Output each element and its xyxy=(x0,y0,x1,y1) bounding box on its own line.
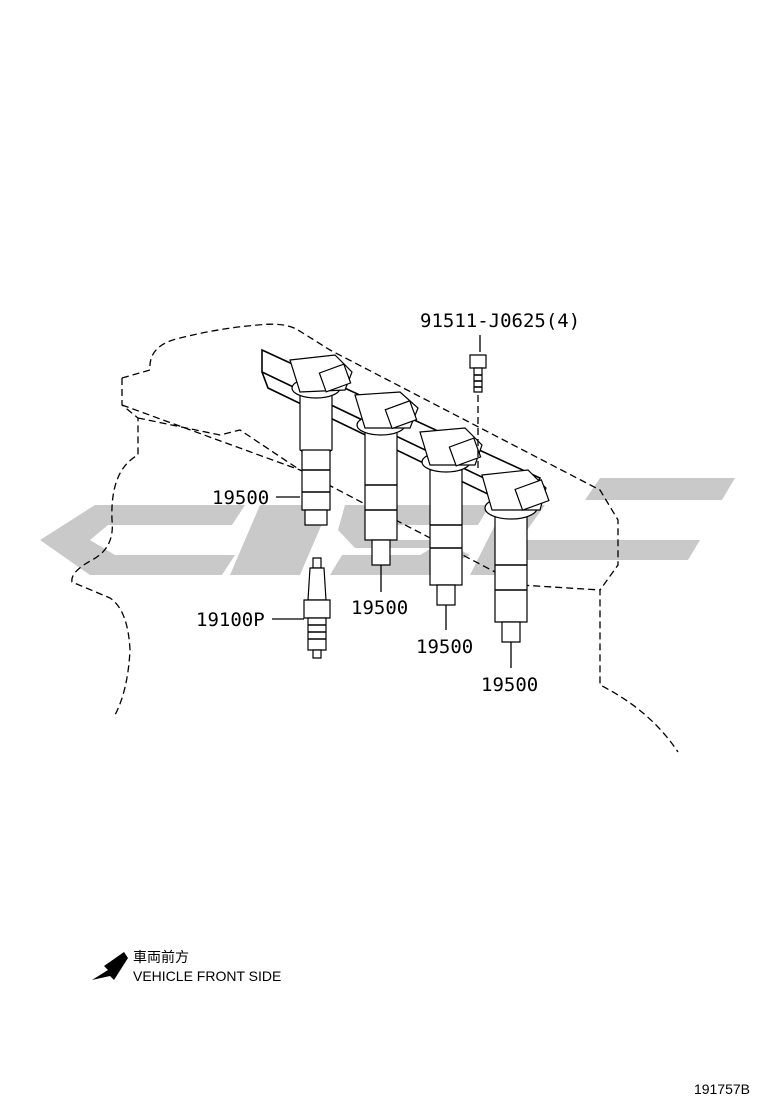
callout-coil-2: 19500 xyxy=(351,597,408,619)
callout-coil-3: 19500 xyxy=(416,636,473,658)
front-label-jp: 車両前方 xyxy=(133,949,189,965)
callout-coil-1: 19500 xyxy=(212,487,269,509)
ignition-coil-4 xyxy=(481,469,550,643)
callout-coil-4: 19500 xyxy=(481,674,538,696)
ignition-coil-2 xyxy=(354,391,419,566)
figure-id: 191757B xyxy=(694,1081,750,1097)
front-arrow-icon xyxy=(92,952,128,980)
ignition-coil-3 xyxy=(419,427,483,606)
callout-bolt: 91511-J0625(4) xyxy=(420,310,580,332)
engine-outline xyxy=(71,323,679,753)
spark-plug xyxy=(303,557,331,659)
ignition-coil-1 xyxy=(289,354,353,526)
vehicle-front-indicator: 車両前方 VEHICLE FRONT SIDE xyxy=(92,949,281,984)
front-label-en: VEHICLE FRONT SIDE xyxy=(133,968,281,984)
callout-spark-plug: 19100P xyxy=(196,609,265,631)
bolt xyxy=(469,354,487,470)
